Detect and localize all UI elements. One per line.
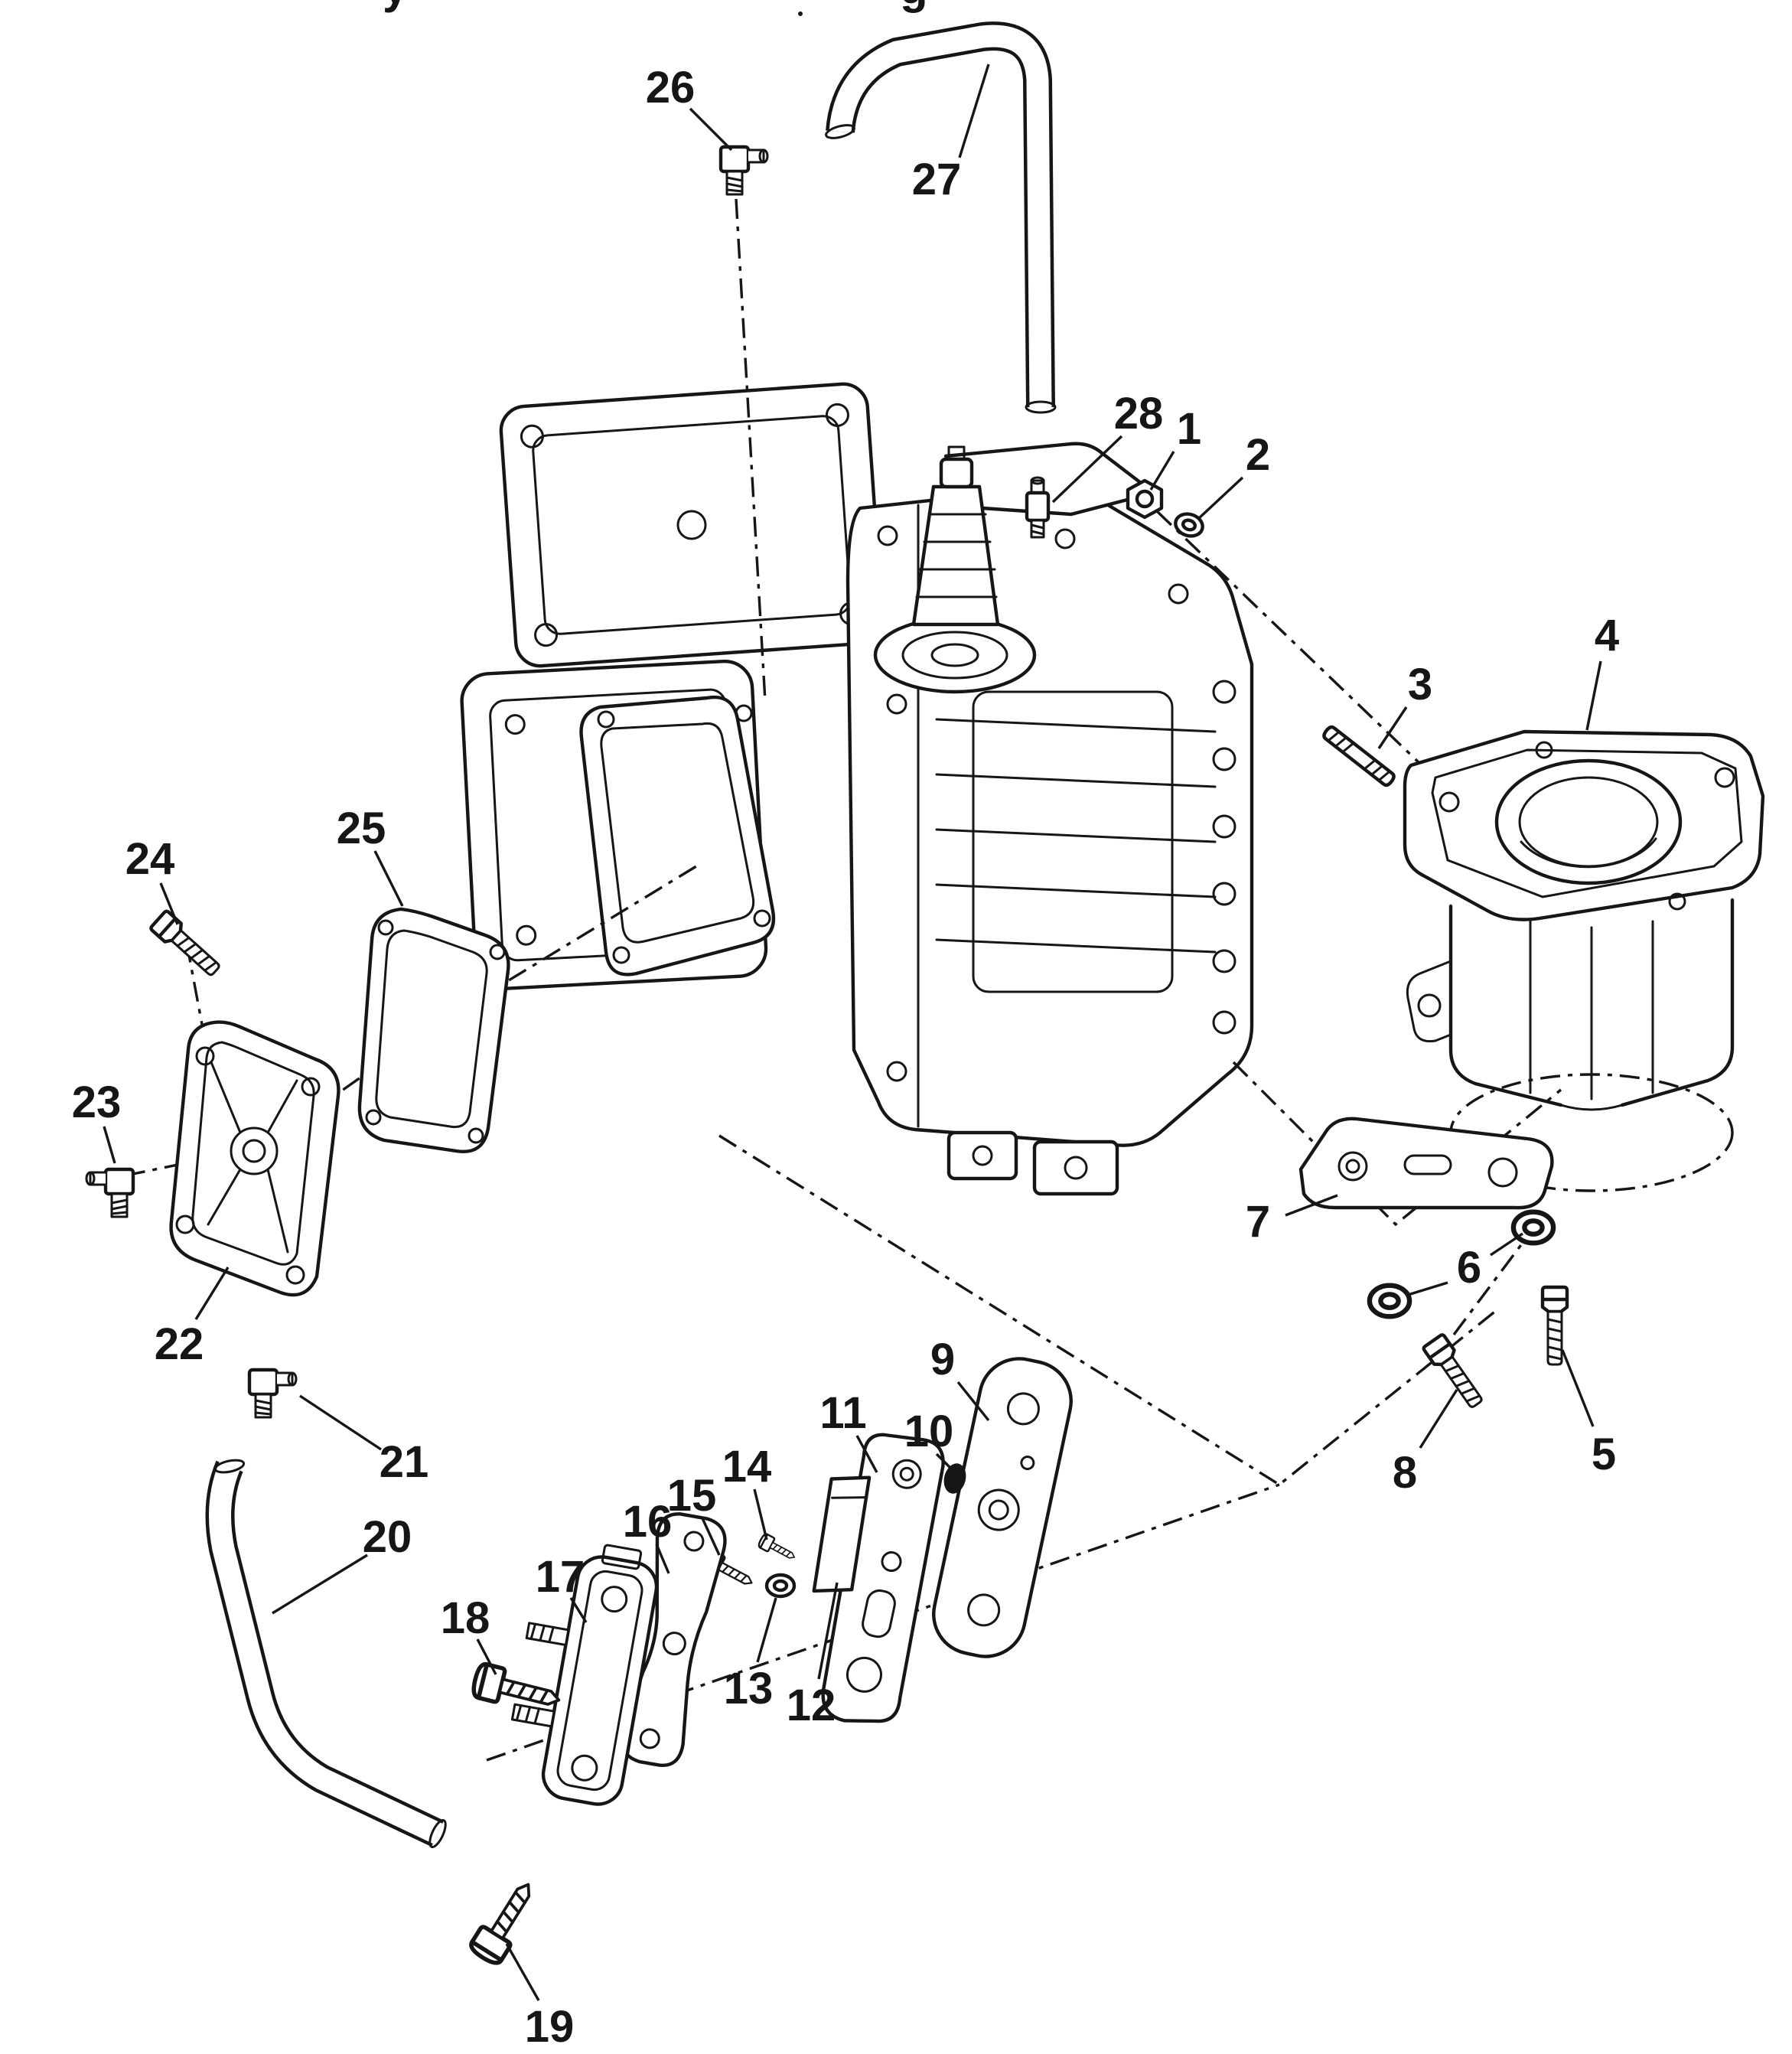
part-2-washer (1173, 510, 1206, 540)
callout-4: 4 (1595, 611, 1619, 660)
callout-10-leader (935, 1452, 953, 1471)
callout-5-leader (1561, 1349, 1595, 1427)
part-13-washer (767, 1575, 794, 1596)
cropped-text-fragment: y (383, 0, 409, 13)
callout-9-leader (956, 1381, 990, 1422)
part-14-screw (756, 1531, 800, 1565)
callout-layer: 1234567891011121314151617181920212223242… (72, 63, 1619, 2052)
callout-28-leader (1051, 435, 1123, 504)
cropped-text-fragment: g (900, 0, 928, 13)
speck (798, 11, 803, 16)
part-21-fitting (249, 1370, 296, 1417)
callout-11-leader (855, 1435, 878, 1473)
part-25-gasket (357, 907, 510, 1154)
part-17-bracket (510, 1544, 659, 1806)
callout-25: 25 (337, 804, 386, 853)
callout-23-leader (103, 1126, 116, 1164)
callout-23: 23 (72, 1078, 122, 1127)
part-9-plate (932, 1357, 1073, 1658)
part-20-hose (205, 1459, 447, 1848)
engine-block (460, 382, 1254, 1196)
part-7-bracket (1298, 1117, 1554, 1210)
part-24-bolt (150, 910, 223, 980)
callout-15-leader (701, 1518, 721, 1556)
part-12-shim (812, 1475, 872, 1593)
callout-24: 24 (125, 834, 175, 884)
callout-20-leader (272, 1554, 368, 1615)
callout-2-leader (1197, 476, 1244, 520)
callout-17: 17 (536, 1552, 585, 1602)
part-6-washer (1513, 1212, 1553, 1244)
callout-26-leader (689, 107, 733, 152)
callout-22: 22 (155, 1319, 204, 1369)
callout-12-leader (817, 1582, 839, 1680)
callout-18-leader (476, 1638, 497, 1675)
part-22-cover (169, 1020, 340, 1297)
callout-24-leader (159, 882, 179, 925)
callout-27: 27 (912, 155, 962, 204)
callout-2: 2 (1246, 430, 1270, 480)
callout-4-leader (1585, 660, 1602, 731)
part-16-gasket (620, 1512, 727, 1768)
callout-15: 15 (667, 1471, 717, 1521)
callout-10: 10 (904, 1407, 954, 1456)
callout-20: 20 (363, 1512, 412, 1562)
callout-6-leader (1490, 1232, 1523, 1257)
callout-1: 1 (1177, 404, 1201, 454)
part-1-nut (1128, 481, 1162, 517)
callout-5: 5 (1592, 1430, 1616, 1479)
callout-14: 14 (722, 1442, 772, 1492)
callout-19: 19 (525, 2002, 575, 2052)
callout-1-leader (1149, 451, 1175, 491)
callout-27-leader (958, 64, 990, 158)
part-11-bracket (821, 1433, 945, 1723)
part-27-hose (825, 21, 1057, 414)
callout-19-leader (505, 1943, 540, 2001)
part-8-bolt (1422, 1334, 1487, 1411)
callout-7: 7 (1246, 1197, 1270, 1247)
part-10-grommet (943, 1463, 966, 1494)
part-28-fitting (1025, 476, 1051, 539)
callout-8-leader (1419, 1389, 1458, 1449)
callout-14-leader (753, 1488, 768, 1540)
callout-9: 9 (930, 1335, 955, 1384)
callout-13: 13 (724, 1664, 774, 1713)
callout-22-leader (194, 1267, 230, 1320)
callout-16-leader (655, 1544, 670, 1574)
callout-21: 21 (380, 1437, 429, 1487)
callout-6-leader (1407, 1281, 1448, 1296)
callout-25-leader (373, 850, 404, 907)
part-4-adapter (1403, 729, 1765, 1192)
callout-13-leader (756, 1597, 777, 1663)
callout-18: 18 (441, 1593, 490, 1643)
callout-6: 6 (1457, 1243, 1481, 1293)
callout-8: 8 (1393, 1448, 1417, 1498)
part-26-fitting (721, 147, 767, 194)
callout-7-leader (1285, 1194, 1338, 1217)
callout-17-leader (569, 1597, 588, 1623)
parts (86, 21, 1765, 1967)
callout-11: 11 (819, 1388, 866, 1438)
callout-3-leader (1377, 706, 1408, 749)
part-23-fitting (86, 1169, 133, 1217)
callout-21-leader (299, 1394, 382, 1451)
part-6-washer (1370, 1286, 1409, 1317)
callout-12: 12 (787, 1681, 836, 1730)
part-19-screw (468, 1876, 543, 1967)
callout-26: 26 (646, 63, 696, 112)
callout-16: 16 (623, 1497, 673, 1547)
part-3-stud (1322, 725, 1396, 787)
callout-28: 28 (1114, 389, 1164, 439)
callout-3: 3 (1408, 660, 1432, 709)
